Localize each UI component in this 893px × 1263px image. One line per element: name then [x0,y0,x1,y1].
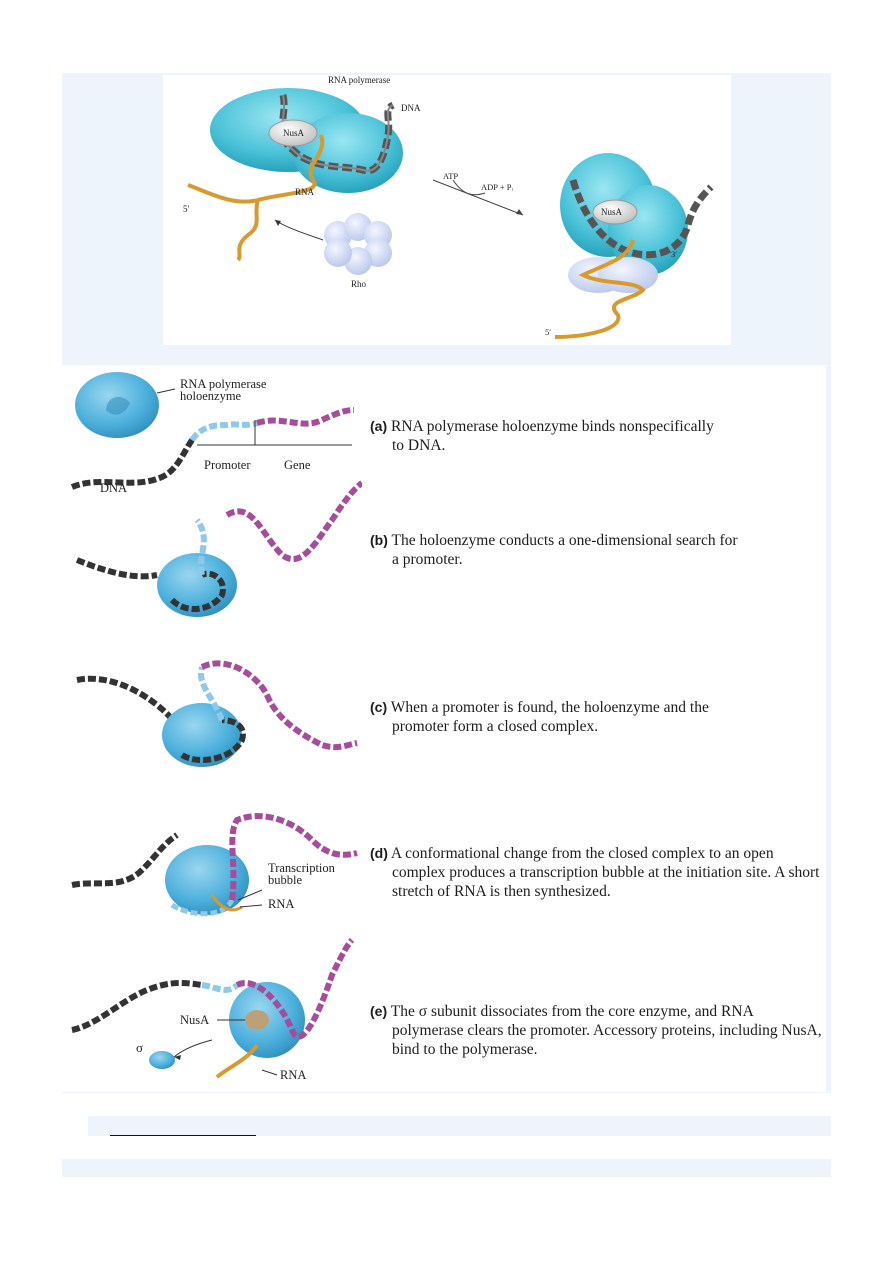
label-nusa-right: NusA [601,207,623,217]
caption-e: (e) The σ subunit dissociates from the c… [370,1003,822,1058]
rna-strand-right [554,239,646,339]
rho-binding-arrow [274,219,324,241]
label-nusa-e: NusA [180,1013,209,1027]
label-bubble-2: bubble [268,873,302,887]
reaction-arrow [432,179,524,216]
label-5prime: 5′ [183,204,190,214]
label-atp: ATP [443,171,458,181]
footer-band-1 [88,1116,831,1136]
label-sigma: σ [136,1040,143,1055]
label-rna-d: RNA [268,897,294,911]
label-rna: RNA [295,187,315,197]
rho-termination-figure: RNA polymerase DNA NusA RNA 5′ ATP ADP +… [163,75,731,345]
label-nusa: NusA [283,128,305,138]
caption-c: (c) When a promoter is found, the holoen… [370,699,709,735]
label-gene: Gene [284,458,311,472]
label-promoter: Promoter [204,458,251,472]
label-adp: ADP + Pᵢ [481,182,513,192]
label-rna-polymerase: RNA polymerase [328,75,390,85]
label-bubble-1: Transcription [268,861,336,875]
footer-band-2 [62,1159,831,1177]
label-dna-a: DNA [100,481,127,495]
step-a-illustration: RNA polymerase holoenzyme Promoter Gene … [70,372,355,495]
rho-hexamer [324,213,392,275]
label-dna: DNA [401,103,421,113]
dna-helix-right [569,179,714,259]
label-rna-e: RNA [280,1068,306,1082]
label-rho: Rho [351,279,367,289]
caption-d: (d) A conformational change from the clo… [370,845,820,900]
nusa-left [268,119,318,147]
step-d-illustration: Transcription bubble RNA [71,813,358,917]
caption-a: (a) RNA polymerase holoenzyme binds nons… [370,418,714,454]
rna-strand-left [187,134,325,262]
caption-b: (b) The holoenzyme conducts a one-dimens… [370,532,738,568]
label-3prime: 3′ [671,249,677,259]
initiation-steps-panel: RNA polymerase holoenzyme Promoter Gene … [62,365,826,1092]
footnote-rule [110,1135,256,1136]
step-e-illustration: NusA σ RNA [71,937,355,1082]
initiation-steps-svg: RNA polymerase holoenzyme Promoter Gene … [70,372,362,1082]
label-5prime-right: 5′ [545,327,551,337]
step-c-illustration [76,660,358,767]
label-holoenzyme-2: holoenzyme [180,389,242,403]
label-holoenzyme-1: RNA polymerase [180,377,267,391]
step-b-illustration [75,480,362,617]
nusa-right [592,199,638,225]
rho-termination-svg: RNA polymerase DNA NusA RNA 5′ ATP ADP +… [183,75,714,339]
